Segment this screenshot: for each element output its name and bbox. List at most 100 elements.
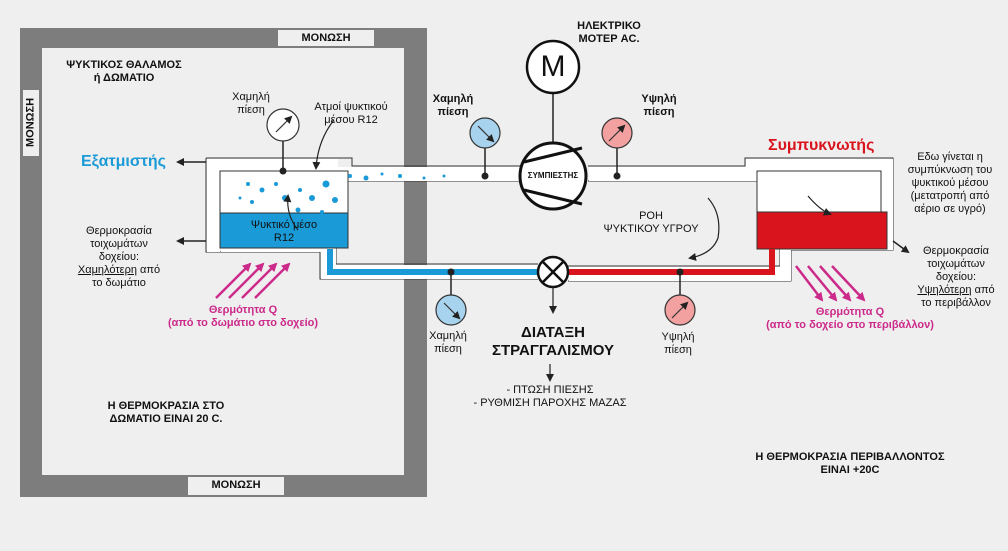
gauge-suction-low <box>469 117 501 149</box>
refrigerant-liquid-evaporator <box>219 212 349 249</box>
gauge-stems <box>282 87 681 296</box>
expansion-valve-symbol <box>536 255 570 314</box>
suction-pressure-line-1: Χαμηλή <box>432 93 474 105</box>
compressor-symbol <box>518 141 588 211</box>
motor-label-line-1: ΗΛΕΚΤΡΙΚΟ <box>577 20 641 32</box>
gauge-liquid-low <box>435 294 467 326</box>
gauge-liquid-high <box>664 294 696 326</box>
motor-circle <box>525 39 581 95</box>
condensation-note-line-4: (μετατροπή από <box>910 190 990 202</box>
heat-out-label: Θερμότητα Q (από το δοχείο στο περιβάλλο… <box>750 306 950 332</box>
wall-temp-right-line-2: τοιχωμάτων <box>927 258 985 270</box>
flow-label: ΡΟΗ ΨΥΚΤΙΚΟΥ ΥΓΡΟΥ <box>580 210 722 236</box>
wall-temp-right: Θερμοκρασία τοιχωμάτων δοχείου: Υψηλότερ… <box>906 245 1006 310</box>
discharge-pressure-line-1: Υψηλή <box>641 93 677 105</box>
liquid-arrow <box>283 194 299 231</box>
heat-in-label: Θερμότητα Q (από το δωμάτιο στο δοχείο) <box>148 304 338 330</box>
wall-temp-left-line-4: Χαμηλότερη από <box>66 264 172 277</box>
valve-label-line-2: ΣΤΡΑΓΓΑΛΙΣΜΟΥ <box>491 342 615 359</box>
heat-out-line-2: (από το δοχείο στο περιβάλλον) <box>766 319 934 331</box>
motor-symbol: M <box>540 50 566 83</box>
heat-in-arrows <box>215 262 291 299</box>
refrigerant-label-line-1: Ψυκτικό μέσο <box>250 219 318 231</box>
vapor-label-line-2: μέσου R12 <box>324 114 378 126</box>
heat-in-line-2: (από το δωμάτιο στο δοχείο) <box>167 317 319 329</box>
insulation-label-bg-top <box>278 30 374 46</box>
room-title: ΨΥΚΤΙΚΟΣ ΘΑΛΑΜΟΣ ή ΔΩΜΑΤΙΟ <box>48 59 200 85</box>
wall-temp-right-line-4: Υψηλότερη από <box>906 284 1006 297</box>
discharge-pressure-label: Υψηλή πίεση <box>634 93 684 119</box>
condensation-note-line-1: Εδω γίνεται η <box>917 151 983 163</box>
condensation-note-line-2: συμπύκνωση του <box>907 164 993 176</box>
wall-temp-right-line-1: Θερμοκρασία <box>923 245 989 257</box>
suction-pressure-line-2: πίεση <box>437 106 469 118</box>
liquid-low-pressure-line-2: πίεση <box>434 343 462 355</box>
wall-temp-right-line-5: το περιβάλλον <box>921 297 991 309</box>
insulation-label-bg-left <box>23 90 39 156</box>
room-title-line-1: ΨΥΚΤΙΚΟΣ ΘΑΛΑΜΟΣ <box>66 59 182 71</box>
insulation-label-top: ΜΟΝΩΣΗ <box>301 32 351 44</box>
liquid-high-pressure-line-2: πίεση <box>664 344 692 356</box>
heat-out-arrows <box>795 265 866 302</box>
wall-temp-low-word: Χαμηλότερη <box>77 264 137 276</box>
flow-label-line-2: ΨΥΚΤΙΚΟΥ ΥΓΡΟΥ <box>603 223 699 235</box>
suction-pressure-label: Χαμηλή πίεση <box>430 93 476 119</box>
condensation-arrow <box>807 195 832 216</box>
room-gauge-label: Χαμηλή πίεση <box>226 91 276 117</box>
refrigerant-liquid-condenser <box>756 211 888 250</box>
evaporator-label: Εξατμιστής <box>81 153 166 170</box>
junction-dots <box>279 167 684 276</box>
valve-label-line-1: ΔΙΑΤΑΞΗ <box>521 324 585 341</box>
wall-temp-left-line-5: το δωμάτιο <box>92 277 146 289</box>
vapor-label: Ατμοί ψυκτικού μέσου R12 <box>308 101 394 127</box>
heat-out-line-1: Θερμότητα Q <box>815 306 885 318</box>
gauge-discharge-high <box>601 117 633 149</box>
wall-temp-arrow-right <box>892 240 910 254</box>
insulation-label-bg-bottom <box>188 477 284 495</box>
condensation-note: Εδω γίνεται η συμπύκνωση του ψυκτικού μέ… <box>896 151 1004 216</box>
heat-in-line-1: Θερμότητα Q <box>208 304 278 316</box>
condensation-note-line-3: ψυκτικού μέσου <box>911 177 989 189</box>
wall-temp-low-rest: από <box>136 264 161 276</box>
valve-notes: - ΠΤΩΣΗ ΠΙΕΣΗΣ - ΡΥΘΜΙΣΗ ΠΑΡΟΧΗΣ ΜΑΖΑΣ <box>450 384 650 410</box>
discharge-pressure-line-2: πίεση <box>643 106 675 118</box>
room-gauge-label-line-2: πίεση <box>237 104 265 116</box>
wall-temp-high-rest: από <box>971 284 995 296</box>
liquid-high-pressure-line-1: Υψηλή <box>661 331 695 343</box>
room-temperature: Η ΘΕΡΜΟΚΡΑΣΙΑ ΣΤΟ ΔΩΜΑΤΙΟ ΕΙΝΑΙ 20 C. <box>80 400 252 426</box>
environment-temperature-line-1: Η ΘΕΡΜΟΚΡΑΣΙΑ ΠΕΡΙΒΑΛΛΟΝΤΟΣ <box>755 451 945 463</box>
condensation-note-line-5: αέριο σε υγρό) <box>914 203 986 215</box>
environment-temperature-line-2: ΕΙΝΑΙ +20C <box>820 464 880 476</box>
liquid-high-pressure-label: Υψηλή πίεση <box>652 331 704 357</box>
condenser-label: Συμπυκνωτής <box>768 137 875 154</box>
room-temperature-line-2: ΔΩΜΑΤΙΟ ΕΙΝΑΙ 20 C. <box>109 413 223 425</box>
valve-label: ΔΙΑΤΑΞΗ ΣΤΡΑΓΓΑΛΙΣΜΟΥ <box>468 324 638 360</box>
vapor-label-line-1: Ατμοί ψυκτικού <box>314 101 388 113</box>
red-liquid-line <box>568 249 775 275</box>
flow-arrow <box>688 197 720 261</box>
valve-note-2: - ΡΥΘΜΙΣΗ ΠΑΡΟΧΗΣ ΜΑΖΑΣ <box>473 397 627 409</box>
liquid-low-pressure-label: Χαμηλή πίεση <box>422 330 474 356</box>
room-title-line-2: ή ΔΩΜΑΤΙΟ <box>93 72 155 84</box>
vapor-bubbles <box>238 172 446 214</box>
insulation-label-bottom: ΜΟΝΩΣΗ <box>211 479 261 491</box>
valve-note-1: - ΠΤΩΣΗ ΠΙΕΣΗΣ <box>506 384 594 396</box>
room-gauge-label-line-1: Χαμηλή <box>232 91 270 103</box>
environment-temperature: Η ΘΕΡΜΟΚΡΑΣΙΑ ΠΕΡΙΒΑΛΛΟΝΤΟΣ ΕΙΝΑΙ +20C <box>738 451 962 477</box>
room-temperature-line-1: Η ΘΕΡΜΟΚΡΑΣΙΑ ΣΤΟ <box>107 400 225 412</box>
wall-temp-left-line-2: τοιχωμάτων <box>90 238 148 250</box>
wall-temp-high-word: Υψηλότερη <box>917 284 972 296</box>
wall-temp-left-line-1: Θερμοκρασία <box>86 225 152 237</box>
refrigerant-label-line-2: R12 <box>273 232 295 244</box>
insulation-label-left: ΜΟΝΩΣΗ <box>24 97 37 148</box>
blue-liquid-line <box>327 249 538 275</box>
refrigerant-label: Ψυκτικό μέσο R12 <box>226 219 342 245</box>
wall-temp-left-line-3: δοχείου: <box>98 251 140 263</box>
liquid-low-pressure-line-1: Χαμηλή <box>429 330 467 342</box>
wall-temp-left: Θερμοκρασία τοιχωμάτων δοχείου: Χαμηλότε… <box>66 225 172 290</box>
vapor-arrow <box>312 119 335 170</box>
motor-label-line-2: ΜΟΤΕΡ AC. <box>578 33 640 45</box>
gauge-room-low <box>266 108 300 142</box>
